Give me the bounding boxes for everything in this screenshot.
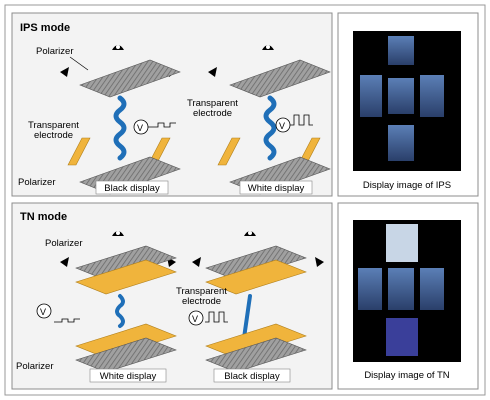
- eye-icon: [192, 257, 201, 267]
- electrode-left: [67, 137, 91, 166]
- polarizer-bottom-plate: [75, 337, 177, 373]
- display-thumbnail: [420, 268, 444, 310]
- liquid-crystal-molecules: [113, 95, 127, 161]
- ips-electrode-left-label: Transparent electrode: [28, 120, 82, 141]
- polarizer-top-plate: [79, 59, 181, 98]
- display-thumbnail: [388, 268, 414, 310]
- tn-left-cell: V: [36, 245, 177, 373]
- ips-image-caption: Display image of IPS: [363, 180, 451, 191]
- volt-symbol: V: [137, 123, 143, 133]
- tn-panel: TN mode Polarizer V: [11, 202, 333, 390]
- ips-polarizer-bottom-label: Polarizer: [18, 177, 56, 188]
- liquid-crystal-molecules: [115, 294, 125, 328]
- signal-flat: [148, 122, 176, 128]
- tn-polarizer-bottom-label: Polarizer: [16, 361, 54, 372]
- ips-title: IPS mode: [20, 22, 70, 34]
- ips-panel: IPS mode Polarizer V: [11, 12, 333, 197]
- electrode-line-1: Transparent: [28, 120, 79, 131]
- tn-right-cell: V: [188, 245, 307, 373]
- voltmeter-icon: [188, 310, 204, 326]
- electrode-top-plate: [75, 259, 177, 295]
- volt-symbol: V: [192, 314, 198, 324]
- eye-icon: [208, 67, 217, 77]
- signal-pulse: [290, 114, 313, 126]
- display-thumbnail: [388, 36, 414, 65]
- voltmeter-icon: [36, 303, 52, 319]
- tn-image-panel: Display image of TN: [337, 202, 479, 390]
- display-thumbnail: [388, 78, 414, 114]
- ips-polarizer-top-label: Polarizer: [36, 46, 74, 57]
- ips-electrode-right-label: Transparent electrode: [187, 98, 241, 119]
- electrode-left: [217, 137, 241, 166]
- tn-polarizer-top-label: Polarizer: [45, 238, 83, 249]
- electrode-line-2: electrode: [34, 130, 73, 141]
- tn-caption-left: White display: [100, 371, 157, 382]
- tn-diagram-box: [11, 202, 333, 390]
- ips-caption-left: Black display: [104, 183, 160, 194]
- eye-icon: [60, 67, 69, 77]
- eye-icon: [315, 257, 324, 267]
- ips-right-cell: V: [217, 59, 331, 195]
- display-thumbnail: [358, 268, 382, 310]
- ips-image-panel: Display image of IPS: [337, 12, 479, 197]
- polarizer-top-plate: [229, 59, 331, 98]
- tn-caption-right: Black display: [224, 371, 280, 382]
- tn-electrode-label: Transparent electrode: [176, 286, 230, 307]
- display-thumbnail: [388, 125, 414, 161]
- tn-image-caption: Display image of TN: [364, 370, 449, 381]
- tn-title: TN mode: [20, 211, 67, 223]
- liquid-crystal-molecules: [242, 294, 252, 340]
- display-thumbnail: [386, 318, 418, 356]
- volt-symbol: V: [279, 121, 285, 131]
- display-thumbnail: [360, 75, 382, 117]
- display-thumbnail: [420, 75, 444, 117]
- volt-symbol: V: [40, 307, 46, 317]
- eye-icon: [60, 257, 69, 267]
- ips-caption-right: White display: [248, 183, 305, 194]
- display-thumbnail: [386, 224, 418, 262]
- liquid-crystal-molecules: [263, 95, 277, 161]
